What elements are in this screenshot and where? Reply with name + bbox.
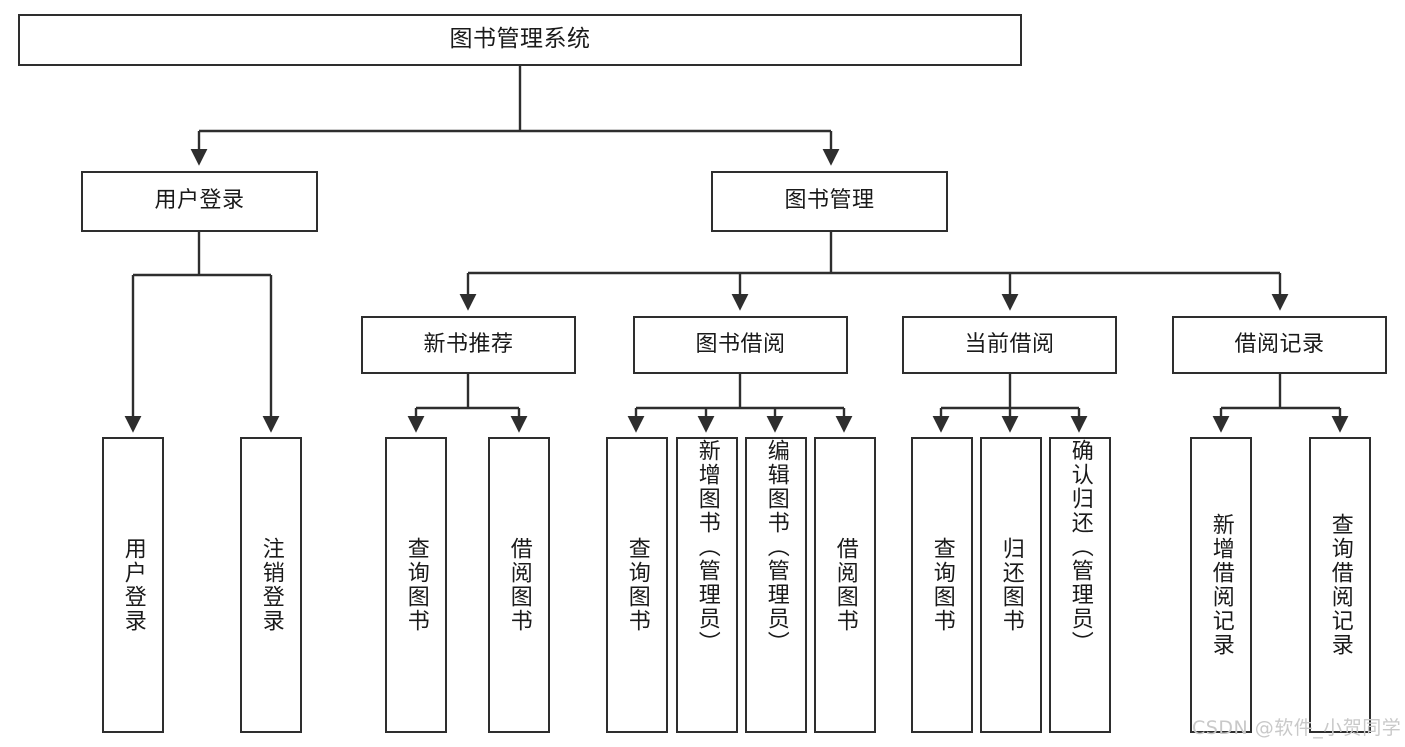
node-label: 借阅图书 [506, 537, 532, 633]
node-book-borrowing[interactable]: 图书借阅 [633, 316, 848, 374]
node-book-management[interactable]: 图书管理 [711, 171, 948, 232]
node-label: 注销登录 [258, 537, 284, 633]
node-label: 当前借阅 [964, 331, 1055, 357]
node-label: 查询借阅记录 [1327, 513, 1353, 657]
node-label: 新增借阅记录 [1208, 513, 1234, 657]
node-label: 查询图书 [929, 537, 955, 633]
node-label: 用户登录 [120, 537, 146, 633]
node-label: 查询图书 [403, 537, 429, 633]
leaf-book-borrow-borrow[interactable]: 借阅图书 [814, 437, 876, 733]
csdn-watermark: CSDN @软件_小贺同学 [1192, 717, 1402, 739]
node-label: 图书借阅 [695, 331, 786, 357]
node-borrowing-record[interactable]: 借阅记录 [1172, 316, 1387, 374]
leaf-borrow-record-query[interactable]: 查询借阅记录 [1309, 437, 1371, 733]
node-book-management-system[interactable]: 图书管理系统 [18, 14, 1022, 66]
node-label: 归还图书 [998, 537, 1024, 633]
node-user-login[interactable]: 用户登录 [81, 171, 318, 232]
node-label: 借阅图书 [832, 537, 858, 633]
leaf-new-book-query[interactable]: 查询图书 [385, 437, 447, 733]
leaf-new-book-borrow[interactable]: 借阅图书 [488, 437, 550, 733]
node-new-book-recommendation[interactable]: 新书推荐 [361, 316, 576, 374]
leaf-book-borrow-query[interactable]: 查询图书 [606, 437, 668, 733]
node-label: 新增图书（管理员） [694, 439, 720, 655]
leaf-user-login-signout[interactable]: 注销登录 [240, 437, 302, 733]
node-label: 确认归还（管理员） [1067, 439, 1093, 655]
node-label: 查询图书 [624, 537, 650, 633]
node-current-borrowing[interactable]: 当前借阅 [902, 316, 1117, 374]
node-label: 新书推荐 [423, 331, 514, 357]
leaf-book-borrow-edit[interactable]: 编辑图书（管理员） [745, 437, 807, 733]
node-label: 借阅记录 [1234, 331, 1325, 357]
leaf-user-login-signin[interactable]: 用户登录 [102, 437, 164, 733]
node-label: 图书管理系统 [449, 26, 591, 53]
leaf-book-borrow-add[interactable]: 新增图书（管理员） [676, 437, 738, 733]
leaf-current-borrow-confirm-return[interactable]: 确认归还（管理员） [1049, 437, 1111, 733]
node-label: 编辑图书（管理员） [763, 439, 789, 655]
leaf-current-borrow-return[interactable]: 归还图书 [980, 437, 1042, 733]
leaf-current-borrow-query[interactable]: 查询图书 [911, 437, 973, 733]
leaf-borrow-record-add[interactable]: 新增借阅记录 [1190, 437, 1252, 733]
node-label: 图书管理 [784, 188, 875, 214]
node-label: 用户登录 [154, 188, 245, 214]
